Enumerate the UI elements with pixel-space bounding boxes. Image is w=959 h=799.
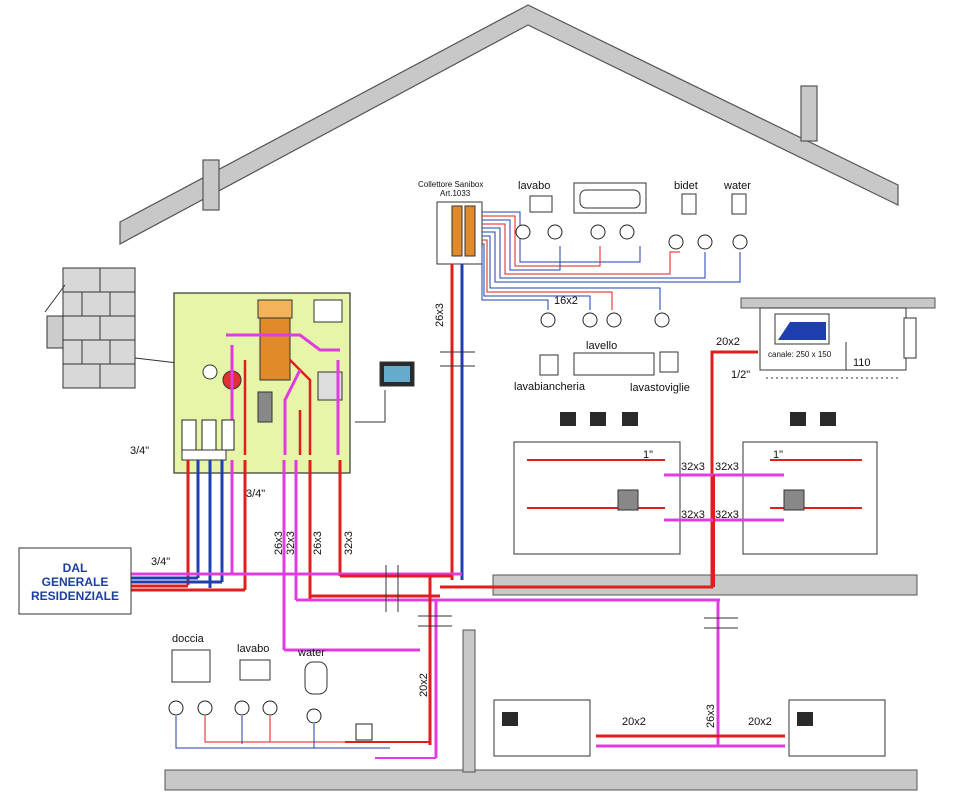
thermostat-icon (502, 712, 518, 726)
label-h20x2-b: 20x2 (748, 716, 772, 728)
collector-art: Art.1033 (440, 189, 471, 198)
label-v26x3-a: 26x3 (273, 531, 285, 555)
upper-lavabo-fixture (529, 195, 553, 213)
label-1-2: 1/2" (731, 369, 750, 381)
thermostat-icon (790, 412, 806, 426)
source-line1: DAL (63, 561, 88, 575)
label-1in-a: 1" (643, 449, 653, 461)
label-v26x3-b: 26x3 (312, 531, 324, 555)
fancoil-right (788, 699, 886, 757)
heating-station (173, 292, 351, 474)
lavello-label: lavello (586, 340, 617, 352)
floor-manifold-right (742, 412, 878, 555)
wc-fixture (731, 193, 747, 215)
lavabiancheria-label: lavabiancheria (514, 381, 586, 393)
label-v20x2-low: 20x2 (418, 673, 430, 697)
thermostat-icon (820, 412, 836, 426)
upper-bath-lines (481, 211, 741, 310)
chimney-right (800, 85, 818, 142)
label-20x2-top: 20x2 (716, 336, 740, 348)
duct-size: 110 (853, 357, 871, 369)
solar-panel-icon (313, 299, 343, 323)
lower-wc-fixture (304, 661, 328, 695)
bidet-fixture (681, 193, 697, 215)
source-line3: RESIDENZIALE (31, 589, 119, 603)
label-32x3-b: 32x3 (715, 461, 739, 473)
label-32x3-a: 32x3 (681, 461, 705, 473)
source-box (18, 547, 132, 615)
valve-icon (515, 224, 748, 328)
label-3-4-mid: 3/4" (246, 488, 265, 500)
wall-lower (462, 629, 476, 773)
valve-icon (168, 700, 322, 724)
label-3-4-left: 3/4" (130, 445, 149, 457)
label-32x3-c: 32x3 (681, 509, 705, 521)
lavastoviglie-label: lavastoviglie (630, 382, 690, 394)
ceiling-slab (740, 297, 936, 309)
shower-fixture (171, 649, 211, 683)
label-v32x3-b: 32x3 (343, 531, 355, 555)
label-h20x2-a: 20x2 (622, 716, 646, 728)
label-16x2: 16x2 (554, 295, 578, 307)
manifold-icon (451, 205, 463, 257)
collector-sanibox: Collettore Sanibox Art.1033 (418, 180, 483, 265)
kitchen-sink-fixture (573, 352, 655, 376)
riser-label-26x3: 26x3 (434, 303, 446, 327)
thermostat-icon (590, 412, 606, 426)
label-v26x3-right: 26x3 (705, 704, 717, 728)
heat-exchanger (259, 317, 291, 381)
washing-machine-fixture (539, 354, 559, 376)
source-line2: GENERALE (42, 575, 109, 589)
solar-panel-icon (46, 315, 64, 349)
collector-title: Collettore Sanibox (418, 180, 483, 189)
upper-water-label: water (723, 180, 751, 192)
label-1in-b: 1" (773, 449, 783, 461)
roof (119, 4, 899, 246)
lower-doccia-label: doccia (172, 633, 205, 645)
upper-bidet-label: bidet (674, 180, 698, 192)
valve-icon (181, 419, 235, 451)
thermostat-icon (560, 412, 576, 426)
chimney-left (202, 159, 220, 211)
duct-canale: canale: 250 x 150 (768, 350, 832, 359)
thermostat-icon (622, 412, 638, 426)
label-v32x3-a: 32x3 (285, 531, 297, 555)
mixing-valve (355, 723, 373, 741)
lower-lavabo-label: lavabo (237, 643, 269, 655)
horizontal-mains (130, 565, 720, 652)
brick-wall (44, 267, 196, 389)
upper-lavabo-label: lavabo (518, 180, 550, 192)
lower-lavabo-fixture (239, 659, 271, 681)
label-32x3-d: 32x3 (715, 509, 739, 521)
thermostat-icon (797, 712, 813, 726)
air-duct-unit: canale: 250 x 150 110 (759, 307, 917, 379)
floor-slab-upper (492, 574, 918, 596)
fancoil-left (493, 699, 591, 757)
floor-slab-lower (164, 769, 918, 791)
station-outlets (186, 460, 342, 650)
dishwasher-fixture (659, 351, 679, 373)
floor-manifold-left (513, 412, 681, 555)
lower-water-label: water (297, 647, 325, 659)
label-3-4-bottom: 3/4" (151, 556, 170, 568)
